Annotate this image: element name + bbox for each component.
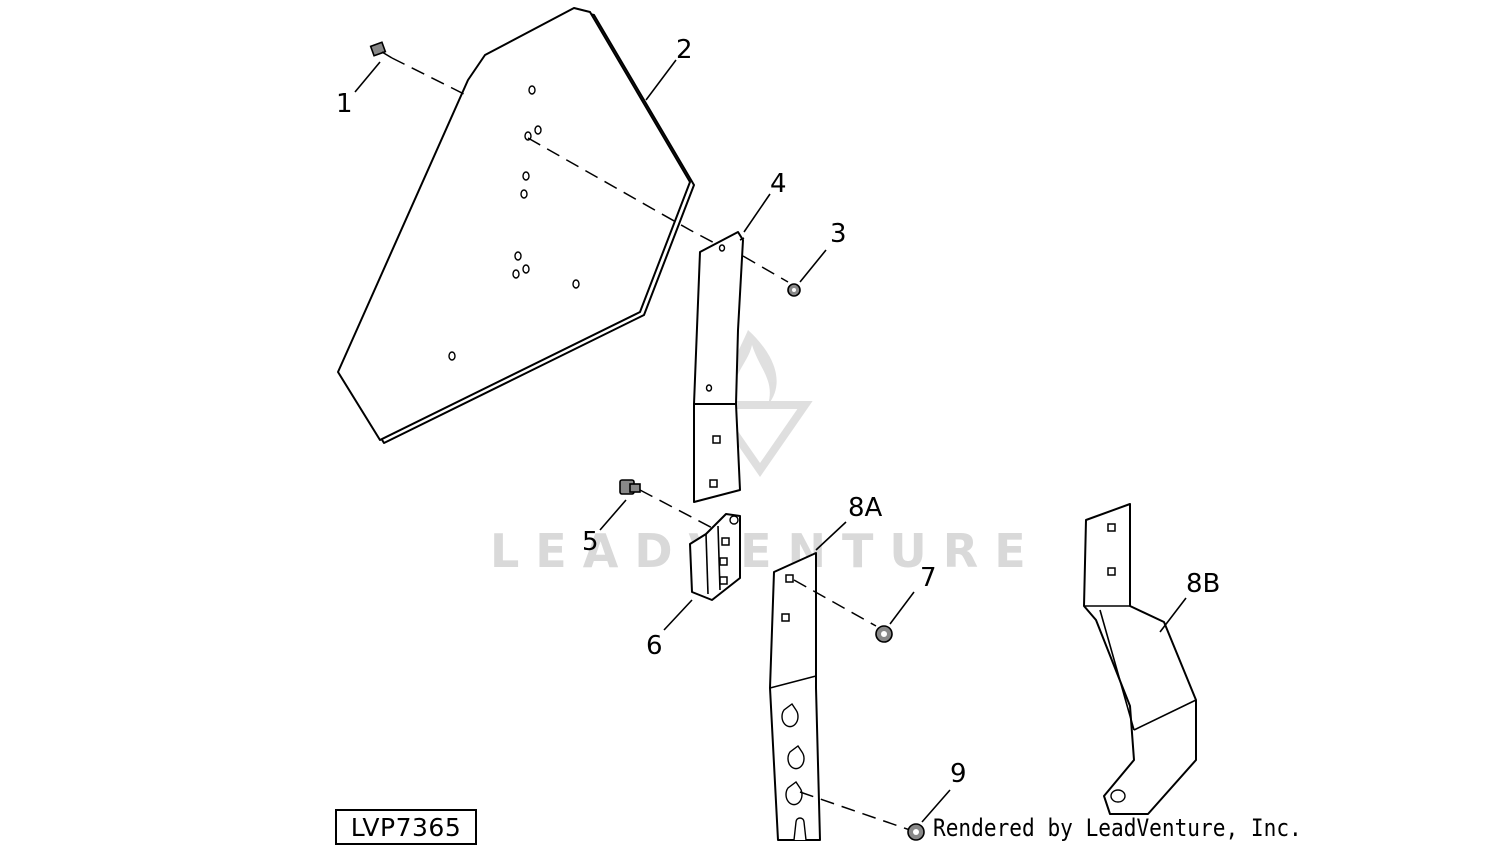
callout-5: 5: [582, 527, 599, 557]
part-nut-3: [787, 283, 801, 297]
figure-id-label: LVP7365: [335, 809, 477, 845]
part-bolt-5: [619, 479, 641, 495]
part-panel: [337, 7, 695, 444]
callout-6: 6: [646, 631, 663, 661]
part-nut-7: [875, 625, 893, 643]
part-clip: [689, 513, 741, 601]
render-credit: Rendered by LeadVenture, Inc.: [933, 814, 1302, 842]
callout-8b: 8B: [1186, 569, 1220, 599]
callout-7: 7: [920, 563, 937, 593]
part-bolt-1: [369, 41, 393, 59]
callout-1: 1: [336, 89, 353, 119]
callout-4: 4: [770, 169, 787, 199]
watermark-text: LEADVENTURE: [490, 524, 1042, 578]
callout-9: 9: [950, 759, 967, 789]
part-bracket-8a: [769, 552, 821, 841]
part-upper-bracket: [693, 231, 745, 503]
part-bolt-9: [907, 823, 925, 841]
callout-8a: 8A: [848, 493, 883, 523]
callout-2: 2: [676, 35, 693, 65]
part-bracket-8b: [1083, 503, 1197, 815]
callout-3: 3: [830, 219, 847, 249]
